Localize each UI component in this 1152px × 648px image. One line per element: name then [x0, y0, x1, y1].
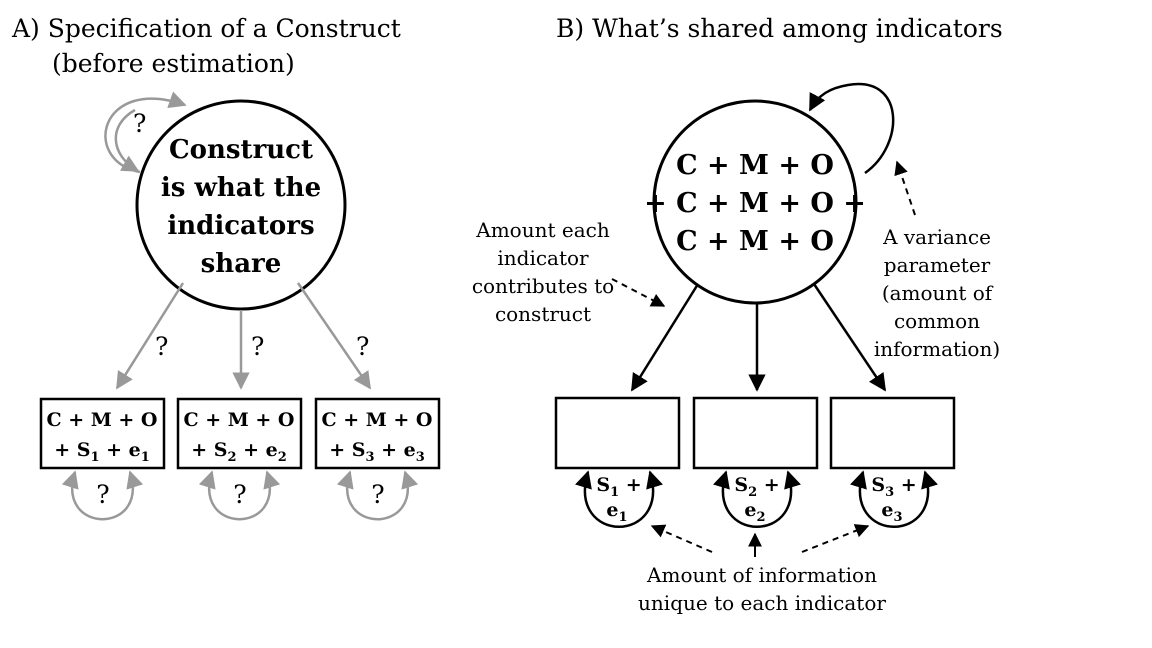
residual-b-loop-1	[575, 470, 663, 528]
residual-b-3-top: S3 +	[871, 474, 916, 500]
loading-note-line-4: construct	[495, 302, 591, 326]
construct-a-variance-arrow-lower	[114, 108, 140, 173]
loading-a-question-3: ?	[356, 332, 369, 361]
construct-a-line-4: share	[201, 249, 282, 279]
loading-note-line-2: indicator	[497, 246, 589, 270]
variance-note-arrow	[894, 160, 916, 216]
construct-b-variance-arrow	[808, 82, 895, 175]
residual-a-loop-1	[61, 470, 144, 521]
indicator-b-2	[692, 396, 819, 470]
residual-a-question-1: ?	[96, 480, 109, 509]
indicator-b-3	[829, 396, 956, 470]
construct-a-variance-question: ?	[133, 109, 146, 138]
construct-a-circle	[135, 99, 347, 311]
residual-a-question-3: ?	[371, 480, 384, 509]
variance-note-line-3: (amount of	[882, 281, 994, 305]
variance-note-line-4: common	[894, 309, 980, 333]
loading-note-line-1: Amount each	[475, 218, 610, 242]
loading-a-arrow-3	[296, 282, 372, 390]
loading-a-question-2: ?	[251, 332, 264, 361]
construct-b-line-1: C + M + O	[676, 150, 834, 181]
indicator-a-2-line2: + S2 + e2	[191, 439, 287, 465]
residual-a-loop-2	[198, 470, 281, 521]
residual-b-loop-2	[713, 470, 801, 528]
indicator-a-1-line1: C + M + O	[46, 409, 157, 431]
construct-b-line-3: C + M + O	[676, 226, 834, 257]
variance-note-line-5: information)	[874, 337, 1000, 361]
unique-note-line-1: Amount of information	[646, 563, 877, 587]
panel-a-title: A) Specification of a Construct	[11, 14, 401, 43]
residual-b-3-bottom: e3	[881, 499, 902, 525]
indicator-a-2: C + M + O + S2 + e2	[176, 397, 303, 470]
unique-note-arrow-3	[801, 524, 870, 553]
residual-b-1-top: S1 +	[596, 474, 641, 500]
loading-b-arrow-3	[812, 283, 887, 392]
indicator-a-1: C + M + O + S1 + e1	[39, 397, 166, 470]
loading-a-arrow-1	[115, 282, 185, 390]
indicator-b-1	[554, 396, 681, 470]
residual-b-1-bottom: e1	[606, 499, 627, 525]
construct-a-line-2: is what the	[161, 173, 321, 203]
indicator-a-3-line1: C + M + O	[321, 409, 432, 431]
residual-a-question-2: ?	[233, 480, 246, 509]
unique-note-arrow-1	[650, 524, 713, 553]
loading-b-arrow-1	[630, 283, 700, 392]
construct-a-line-3: indicators	[167, 211, 314, 241]
indicator-a-2-line1: C + M + O	[183, 409, 294, 431]
construct-b-line-2: + C + M + O +	[644, 188, 866, 219]
variance-note-line-2: parameter	[884, 253, 991, 277]
panel-a-subtitle: (before estimation)	[52, 49, 295, 78]
residual-a-loop-3	[336, 470, 419, 521]
loading-note-line-3: contributes to	[472, 274, 614, 298]
panel-b-title: B) What’s shared among indicators	[556, 14, 1003, 43]
construct-a-line-1: Construct	[169, 135, 313, 165]
indicator-a-1-line2: + S1 + e1	[54, 439, 150, 465]
residual-b-loop-3	[850, 470, 938, 528]
residual-b-2-top: S2 +	[734, 474, 779, 500]
construct-b-circle	[652, 99, 858, 305]
indicator-a-3-line2: + S3 + e3	[329, 439, 425, 465]
loading-note-arrow	[611, 278, 666, 307]
indicator-a-3: C + M + O + S3 + e3	[314, 397, 441, 470]
loading-a-question-1: ?	[155, 332, 168, 361]
variance-note-line-1: A variance	[882, 225, 991, 249]
unique-note-line-2: unique to each indicator	[638, 591, 886, 615]
residual-b-2-bottom: e2	[744, 499, 765, 525]
